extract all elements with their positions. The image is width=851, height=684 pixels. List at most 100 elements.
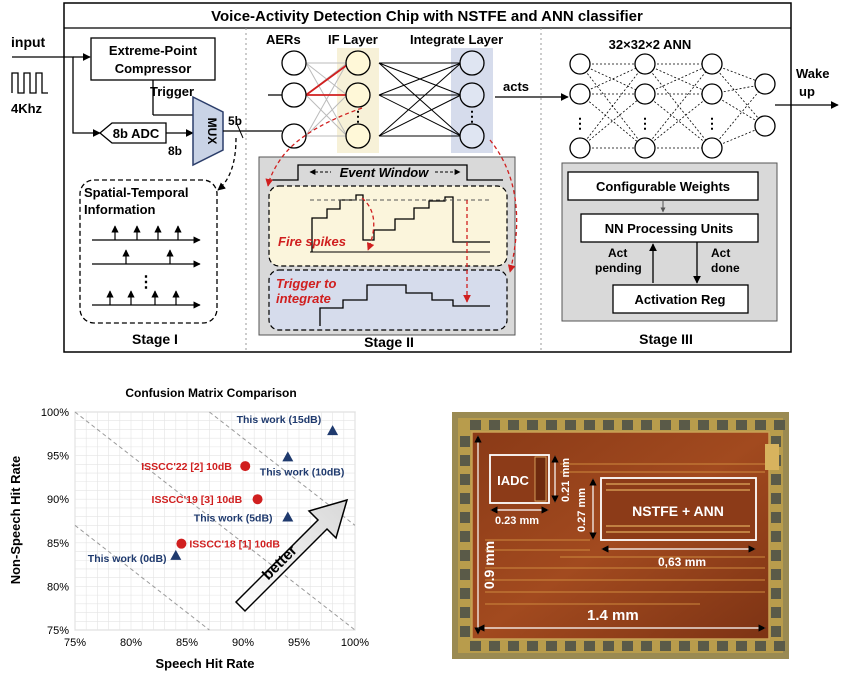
clock-label: 4Khz: [11, 101, 43, 116]
config-weights-label: Configurable Weights: [596, 179, 730, 194]
bond-pad: [736, 641, 747, 651]
bond-pad: [508, 641, 519, 651]
spatial-label: Spatial-Temporal: [84, 185, 189, 200]
ellipsis: ⋮: [351, 108, 365, 124]
x-axis-label: Speech Hit Rate: [156, 656, 255, 671]
bond-pads: [460, 420, 785, 651]
data-point-circle: [240, 461, 251, 472]
integrate-signal: [319, 284, 490, 326]
act-pending-label: Act: [608, 246, 627, 260]
compressor-block: [90, 37, 216, 81]
ann-label: 32×32×2 ANN: [609, 37, 692, 52]
data-point-triangle: [327, 425, 339, 436]
spatial-temporal-box: [79, 179, 218, 324]
bond-pad: [470, 420, 481, 430]
die-height-label: 0.9 mm: [481, 541, 497, 589]
activation-reg-label: Activation Reg: [634, 292, 725, 307]
bond-pad: [622, 420, 633, 430]
bond-pad: [771, 474, 781, 485]
bond-pad: [774, 641, 785, 651]
x-tick-label: 90%: [232, 637, 254, 649]
bond-pad: [771, 588, 781, 599]
spike-trains: [92, 225, 201, 309]
bond-pad: [771, 626, 781, 637]
mux-bits-label: 5b: [228, 114, 242, 128]
bond-pad: [460, 607, 470, 618]
die-width-label: 1.4 mm: [587, 607, 639, 624]
y-ticks: 75%80%85%90%95%100%: [41, 407, 69, 637]
if-to-integrate-connections: [378, 62, 462, 137]
fire-spikes-box: [268, 185, 508, 267]
bond-pad: [489, 420, 500, 430]
bond-pad: [755, 641, 766, 651]
bond-pad: [755, 420, 766, 430]
stage2-label: Stage II: [364, 334, 414, 350]
acts-label: acts: [503, 79, 529, 94]
wake-label: up: [799, 84, 815, 99]
data-point-circle: [252, 494, 263, 505]
data-point-label: ISSCC'19 [3] 10dB: [152, 494, 243, 506]
bond-pad: [489, 641, 500, 651]
wake-label: Wake: [796, 66, 829, 81]
bond-pad: [603, 420, 614, 430]
bond-pad: [460, 550, 470, 561]
iso-line: [74, 411, 356, 631]
adc-bits-label: 8b: [168, 144, 182, 158]
ellipsis: ⋮: [138, 274, 154, 291]
bond-pad: [584, 641, 595, 651]
bond-pad: [527, 641, 538, 651]
ann-neurons: [569, 53, 776, 159]
bond-pad: [698, 641, 709, 651]
data-point-label: ISSCC'22 [2] 10dB: [141, 461, 232, 473]
mux-block: [192, 95, 224, 167]
y-axis-label: Non-Speech Hit Rate: [8, 456, 23, 585]
chart-title: Confusion Matrix Comparison: [125, 386, 296, 400]
data-point-circle: [176, 538, 187, 549]
bond-pad: [565, 641, 576, 651]
nn-units-label: NN Processing Units: [605, 221, 734, 236]
nn-units-block: [580, 213, 759, 243]
stage3-label: Stage III: [639, 331, 693, 347]
data-point-triangle: [282, 451, 294, 462]
iso-line: [209, 411, 356, 526]
dimension-lines: [474, 435, 766, 635]
bond-pad: [470, 641, 481, 651]
bond-pad: [460, 436, 470, 447]
trigger-integrate-box: [268, 269, 508, 331]
bond-pad: [717, 641, 728, 651]
nstfe-label: NSTFE + ANN: [632, 503, 724, 519]
data-point-label: This work (0dB): [88, 553, 167, 565]
aer-neurons: [281, 50, 307, 149]
bond-pad: [771, 512, 781, 523]
y-tick-label: 80%: [47, 581, 69, 593]
y-tick-label: 75%: [47, 625, 69, 637]
if-layer-label: IF Layer: [328, 32, 378, 47]
integrate-layer-label: Integrate Layer: [410, 32, 503, 47]
event-window-label: Event Window: [340, 165, 430, 180]
act-pending-label: pending: [595, 261, 642, 275]
bond-pad: [660, 420, 671, 430]
iadc-height-label: 0.21 mm: [560, 458, 572, 502]
bond-pad: [460, 531, 470, 542]
nstfe-width-label: 0,63 mm: [658, 555, 706, 569]
spatial-label: Information: [84, 202, 156, 217]
ellipsis: ⋮: [705, 115, 719, 131]
stage1-label: Stage I: [132, 331, 178, 347]
bond-pad: [508, 420, 519, 430]
x-tick-label: 100%: [341, 637, 369, 649]
iso-lines: [74, 411, 356, 631]
diagram-title: Voice-Activity Detection Chip with NSTFE…: [211, 8, 643, 25]
data-point-label: This work (5dB): [194, 513, 273, 525]
iadc-label: IADC: [497, 473, 529, 488]
confusion-matrix-chart: Confusion Matrix Comparison 75% 80% 85% 90%…: [8, 386, 369, 671]
adc-label: 8b ADC: [113, 126, 160, 141]
bond-pad: [771, 550, 781, 561]
act-done-label: done: [711, 261, 740, 275]
x-tick-label: 85%: [176, 637, 198, 649]
y-tick-label: 95%: [47, 451, 69, 463]
iadc-width-label: 0.23 mm: [495, 515, 539, 527]
x-ticks: 75%80%85%90%95%100%: [64, 637, 369, 649]
bond-pad: [460, 474, 470, 485]
fire-spikes-label: Fire spikes: [278, 234, 346, 249]
